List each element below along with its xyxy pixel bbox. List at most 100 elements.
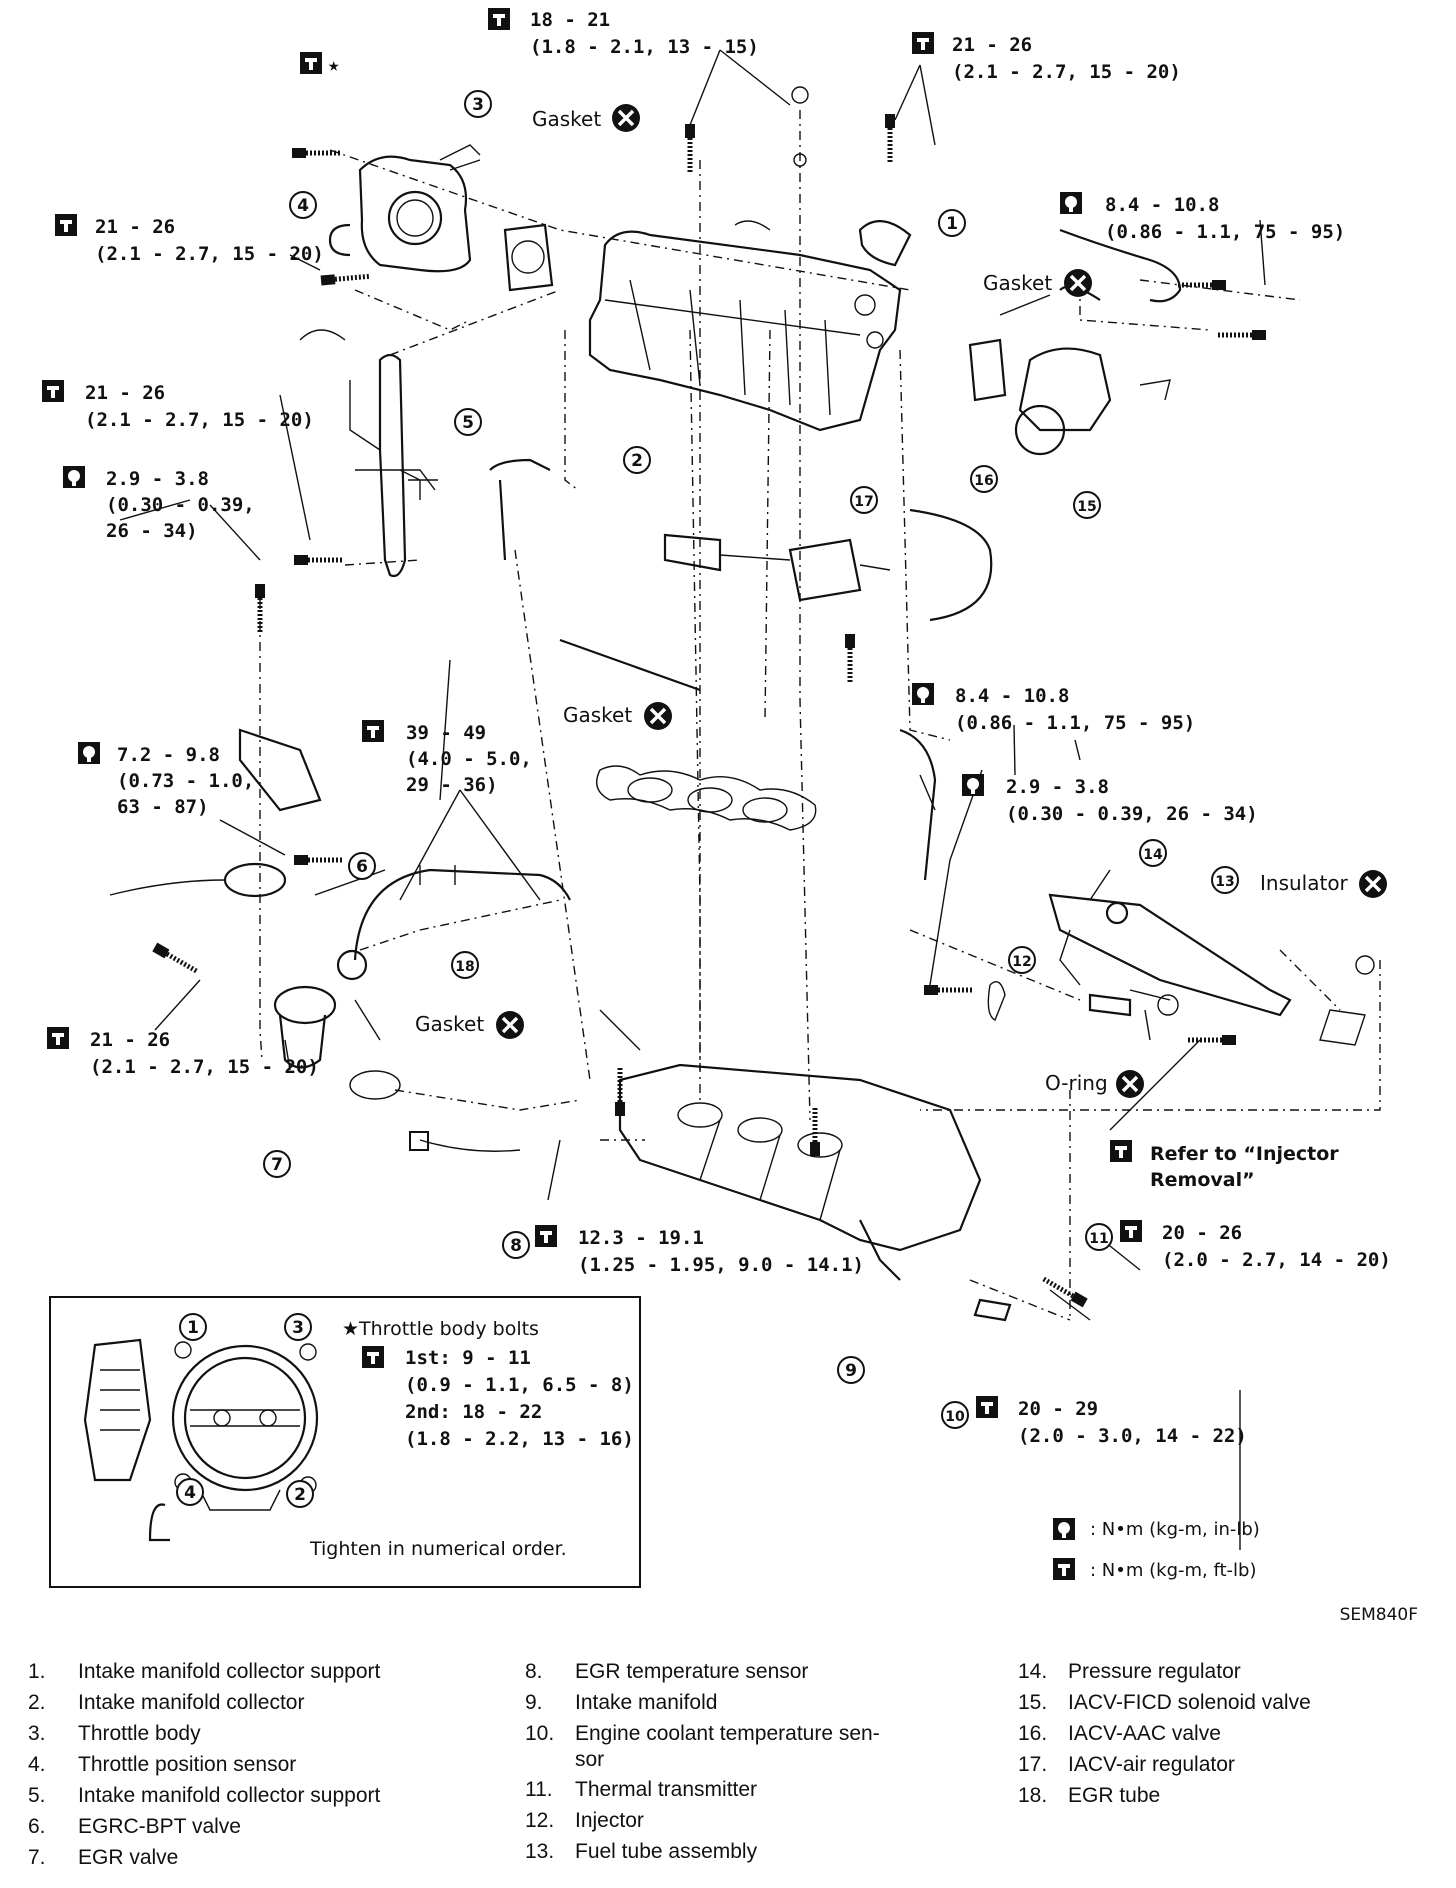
fuel-tube-assembly	[1048, 869, 1375, 1046]
o-ring-label: O-ring	[1045, 1068, 1146, 1100]
svg-text:10: 10	[945, 1409, 965, 1425]
svg-text:2nd: 18 - 22: 2nd: 18 - 22	[405, 1401, 542, 1423]
inset-callout-4: 4	[176, 1478, 204, 1506]
svg-text:8.4 - 10.8: 8.4 - 10.8	[1105, 194, 1219, 216]
torque-spec-8: 39 - 49 (4.0 - 5.0, 29 - 36)	[362, 720, 532, 796]
legend-item: 13.Fuel tube assembly	[525, 1840, 758, 1863]
legend-item: 2.Intake manifold collector	[28, 1691, 305, 1714]
torque-spec-refer: Refer to “Injector Removal”	[1110, 1140, 1339, 1191]
svg-text:2: 2	[631, 451, 643, 471]
callout-10: 10	[941, 1401, 969, 1429]
throttle-body	[328, 144, 481, 273]
svg-text:(0.9 - 1.1, 6.5 - 8): (0.9 - 1.1, 6.5 - 8)	[405, 1374, 634, 1396]
svg-text:14: 14	[1143, 847, 1163, 863]
legend-item: 11.Thermal transmitter	[525, 1778, 758, 1801]
svg-text:17: 17	[854, 494, 873, 510]
svg-text:Insulator: Insulator	[1260, 871, 1349, 895]
torque-spec-10: 2.9 - 3.8 (0.30 - 0.39, 26 - 34)	[962, 774, 1258, 825]
egr-tube	[336, 865, 571, 981]
legend-item: 15.IACV-FICD solenoid valve	[1018, 1691, 1311, 1714]
svg-text:Gasket: Gasket	[983, 271, 1052, 295]
callout-8: 8	[502, 1231, 530, 1259]
svg-text:18 - 21: 18 - 21	[530, 9, 610, 31]
callout-6: 6	[348, 852, 376, 880]
svg-text:7: 7	[271, 1155, 283, 1175]
svg-text:★: ★	[328, 54, 339, 76]
gasket-label-4: Gasket	[415, 1009, 526, 1041]
callout-18: 18	[451, 951, 479, 979]
legend-column-2: 8.EGR temperature sensor 9.Intake manifo…	[525, 1660, 1005, 1871]
svg-text:(1.25 - 1.95, 9.0 - 14.1): (1.25 - 1.95, 9.0 - 14.1)	[578, 1254, 864, 1276]
inset-callout-2: 2	[286, 1480, 314, 1508]
iacv-air-regulator	[663, 533, 891, 602]
egr-valve	[273, 985, 401, 1100]
legend-item: 1.Intake manifold collector support	[28, 1660, 381, 1683]
svg-text:(4.0 - 5.0,: (4.0 - 5.0,	[406, 748, 532, 770]
callout-12: 12	[1008, 946, 1036, 974]
unit-key: : N•m (kg-m, in-lb) : N•m (kg-m, ft-lb)	[1053, 1518, 1260, 1581]
torque-spec-3: 8.4 - 10.8 (0.86 - 1.1, 75 - 95)	[1060, 192, 1345, 243]
svg-text:16: 16	[974, 473, 993, 489]
torque-spec-12: 12.3 - 19.1 (1.25 - 1.95, 9.0 - 14.1)	[535, 1225, 864, 1276]
legend-column-1: 1.Intake manifold collector support 2.In…	[28, 1660, 508, 1877]
svg-text:13: 13	[1215, 874, 1234, 890]
svg-text:21 - 26: 21 - 26	[90, 1029, 170, 1051]
legend-item: 16.IACV-AAC valve	[1018, 1722, 1221, 1745]
svg-text:(0.73 - 1.0,: (0.73 - 1.0,	[117, 770, 254, 792]
throttle-bolt-star: ★	[300, 52, 339, 76]
svg-text:12.3 - 19.1: 12.3 - 19.1	[578, 1227, 704, 1249]
torque-spec-1: 18 - 21 (1.8 - 2.1, 13 - 15)	[488, 8, 759, 58]
svg-text:Tighten in numerical order.: Tighten in numerical order.	[309, 1538, 567, 1560]
svg-text:2: 2	[294, 1485, 306, 1505]
callout-7: 7	[263, 1150, 291, 1178]
gasket-manifold	[596, 765, 817, 831]
iacv-valves	[968, 228, 1182, 456]
hoses	[489, 458, 993, 881]
intake-manifold	[618, 1063, 982, 1281]
svg-text:(2.0 - 3.0, 14 - 22): (2.0 - 3.0, 14 - 22)	[1018, 1425, 1247, 1447]
callout-17: 17	[850, 486, 878, 514]
intake-manifold-exploded-diagram: 18 - 21 (1.8 - 2.1, 13 - 15) ★ 21 - 26 (…	[42, 8, 1418, 1620]
leader-lines	[119, 49, 1381, 1550]
svg-text:1: 1	[187, 1318, 199, 1338]
svg-text:(2.1 - 2.7, 15 - 20): (2.1 - 2.7, 15 - 20)	[85, 409, 314, 431]
sensors-bottom	[973, 1289, 1091, 1322]
svg-text:20 - 26: 20 - 26	[1162, 1222, 1242, 1244]
svg-text:Removal”: Removal”	[1150, 1169, 1255, 1191]
torque-spec-4: 21 - 26 (2.1 - 2.7, 15 - 20)	[55, 214, 324, 265]
svg-text:: N•m (kg-m, ft-lb): : N•m (kg-m, ft-lb)	[1090, 1560, 1257, 1581]
torque-spec-14: 20 - 29 (2.0 - 3.0, 14 - 22)	[976, 1396, 1247, 1447]
svg-text:O-ring: O-ring	[1045, 1071, 1108, 1095]
svg-text:29 - 36): 29 - 36)	[406, 774, 498, 796]
legend-item: 18.EGR tube	[1018, 1784, 1161, 1807]
figure-code: SEM840F	[1340, 1605, 1418, 1620]
callout-15: 15	[1073, 491, 1101, 519]
svg-text:: N•m (kg-m, in-lb): : N•m (kg-m, in-lb)	[1090, 1519, 1260, 1540]
callout-3: 3	[464, 90, 492, 118]
svg-text:20 - 29: 20 - 29	[1018, 1398, 1098, 1420]
svg-text:(0.86 - 1.1, 75 - 95): (0.86 - 1.1, 75 - 95)	[1105, 221, 1345, 243]
callout-5: 5	[454, 408, 482, 436]
svg-text:12: 12	[1012, 954, 1031, 970]
svg-text:(1.8 - 2.2, 13 - 16): (1.8 - 2.2, 13 - 16)	[405, 1428, 634, 1450]
legend-item: 8.EGR temperature sensor	[525, 1660, 809, 1683]
svg-text:2.9 - 3.8: 2.9 - 3.8	[1006, 776, 1109, 798]
svg-text:8.4 - 10.8: 8.4 - 10.8	[955, 685, 1069, 707]
collector-support-1	[734, 220, 912, 267]
svg-text:Gasket: Gasket	[532, 107, 601, 131]
callout-1: 1	[938, 209, 966, 237]
svg-text:5: 5	[462, 413, 474, 433]
svg-text:8: 8	[510, 1236, 522, 1256]
legend-item: 17.IACV-air regulator	[1018, 1753, 1235, 1776]
inset-callout-1: 1	[179, 1313, 207, 1341]
gasket-label-3: Gasket	[563, 700, 674, 732]
svg-text:15: 15	[1077, 499, 1096, 515]
svg-text:39 - 49: 39 - 49	[406, 722, 486, 744]
callout-13: 13	[1211, 866, 1239, 894]
torque-spec-11: 21 - 26 (2.1 - 2.7, 15 - 20)	[47, 1027, 319, 1078]
svg-text:4: 4	[297, 196, 309, 216]
svg-text:(1.8 - 2.1, 13 - 15): (1.8 - 2.1, 13 - 15)	[530, 36, 759, 58]
torque-spec-6: 2.9 - 3.8 (0.30 - 0.39, 26 - 34)	[63, 466, 255, 542]
parts-legend: 1.Intake manifold collector support 2.In…	[28, 1660, 1428, 1880]
svg-text:1: 1	[946, 214, 958, 234]
